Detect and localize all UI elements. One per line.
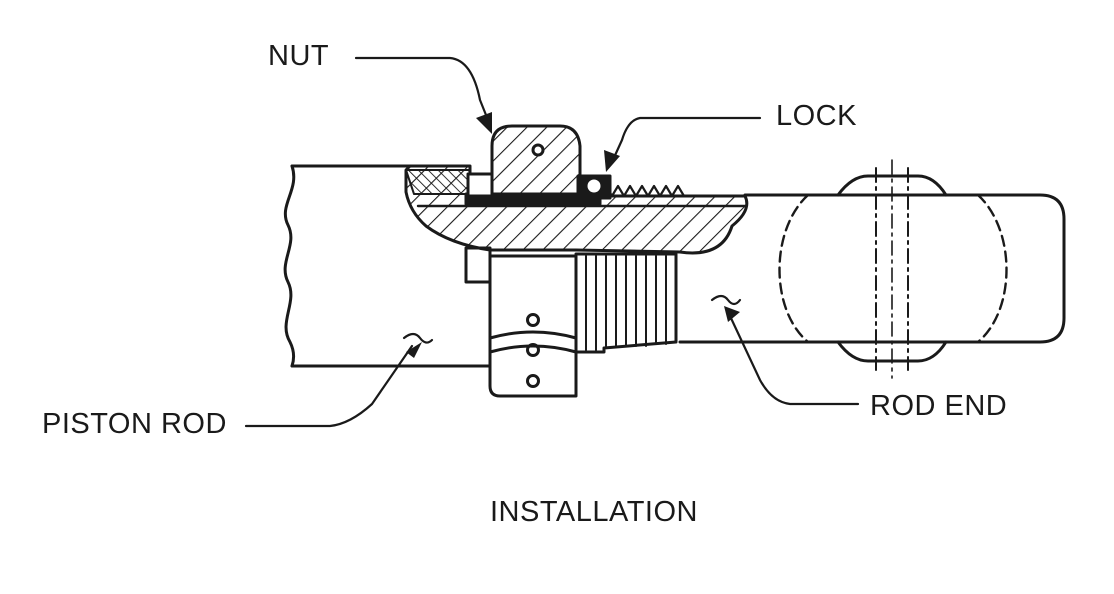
piston-rod [283, 164, 492, 368]
threaded-stud [574, 252, 678, 354]
lock-washer [464, 172, 612, 206]
leader-lines [244, 56, 860, 428]
diagram-title: INSTALLATION [490, 496, 698, 528]
hex-nut [464, 246, 578, 398]
rod-end-label: ROD END [870, 390, 1008, 422]
arrow-heads [406, 112, 740, 358]
adjusting-nut [490, 124, 582, 196]
sectioned-shank [404, 164, 749, 255]
piston-rod-label: PISTON ROD [42, 408, 227, 440]
rod-end [678, 159, 1066, 379]
lock-label: LOCK [776, 100, 857, 132]
nut-label: NUT [268, 40, 330, 72]
